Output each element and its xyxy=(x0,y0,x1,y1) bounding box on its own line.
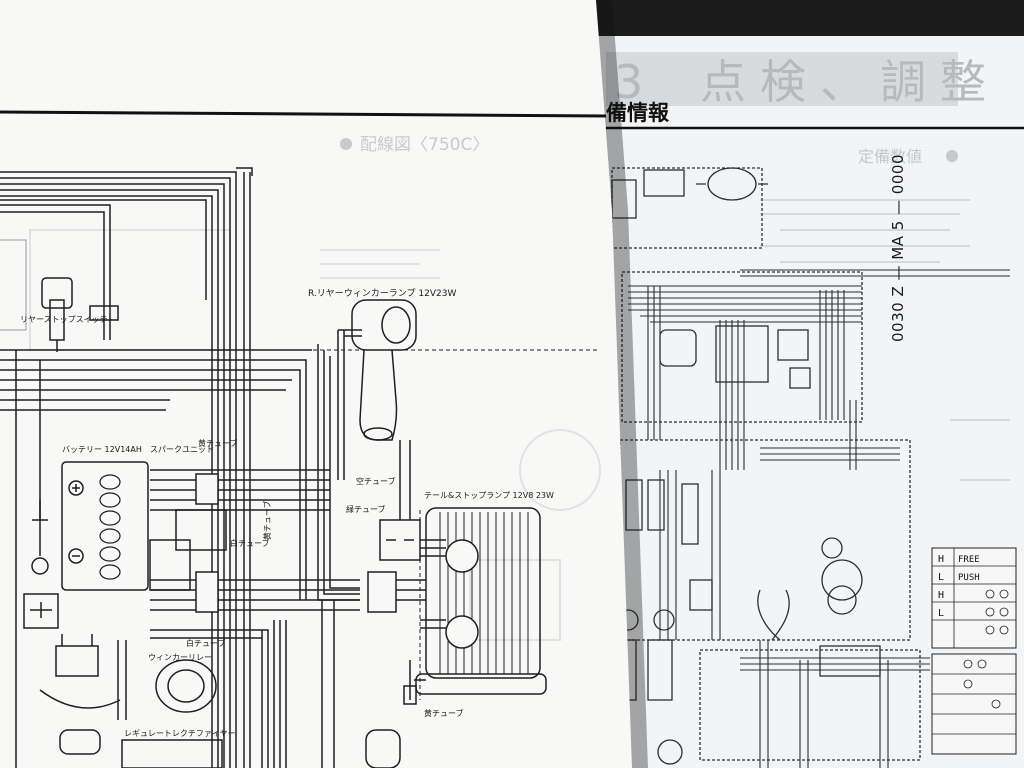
switch-table-cell: FREE xyxy=(958,555,980,565)
part-number-text: 0030 Z — MA 5 — 0000 xyxy=(889,154,908,342)
label-battery: バッテリー 12V14AH xyxy=(62,445,142,454)
switch-table-cell: L xyxy=(938,572,944,583)
label-white-tube: 白チューブ xyxy=(186,638,226,648)
chapter-title: 点検、調整 xyxy=(700,55,1000,109)
switch-table-cell: L xyxy=(938,608,944,619)
ghost-text-right xyxy=(760,199,1010,481)
label-white-tube: 白チューブ xyxy=(230,538,270,548)
heading-rule-left xyxy=(0,110,607,118)
label-yellow-tube: 黄チューブ xyxy=(262,500,272,540)
label-rear-stop-switch: リヤーストップスイッチ xyxy=(20,315,108,324)
label-yellow-tube: 黄チューブ xyxy=(424,708,464,718)
left-page: 配線図〈750C〉 xyxy=(0,0,632,768)
label-sky-tube: 空チューブ xyxy=(356,476,396,486)
section-heading: 備情報 xyxy=(606,101,670,125)
part-number: 0030 Z — MA 5 — 0000 xyxy=(876,154,920,342)
ghost-heading-left: 配線図〈750C〉 xyxy=(360,135,489,155)
switch-table: H FREE L PUSH H L xyxy=(931,547,1017,755)
label-yellow-tube: 黄チューブ xyxy=(198,438,238,448)
wiring-diagram-left xyxy=(0,167,600,768)
switch-table-cell: H xyxy=(938,554,944,565)
label-winker-relay: ウィンカーリレー xyxy=(148,653,212,662)
label-regulator: レギュレートレクチファイヤー xyxy=(124,729,236,738)
label-spark-unit: スパークユニット xyxy=(150,445,214,454)
chapter-number: 3 xyxy=(614,55,643,109)
switch-table-cell: H xyxy=(938,590,944,601)
label-green-tube: 緑チューブ xyxy=(346,504,386,514)
label-rear-winker: R.リヤーウィンカーランプ 12V23W xyxy=(308,288,456,299)
switch-table-cell: PUSH xyxy=(958,573,980,583)
label-tail-stop: テール&ストップランプ 12V8 23W xyxy=(424,491,554,500)
ghost-heading-right: 定備数値 xyxy=(858,147,922,166)
wiring-diagram-right xyxy=(611,167,1010,768)
chapter-banner xyxy=(606,52,958,106)
right-page: 3 点検、調整 備情報 定備数値 xyxy=(598,36,1024,768)
